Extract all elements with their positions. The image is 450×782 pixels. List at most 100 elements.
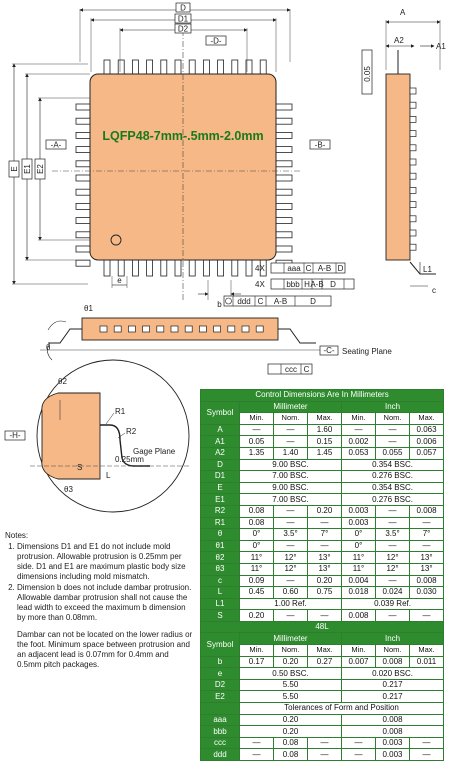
row-value: 0.055 bbox=[375, 446, 410, 460]
row-value: 0.08 bbox=[239, 516, 274, 530]
row-value: 0.063 bbox=[408, 423, 445, 437]
note-extra: Dambar can not be located on the lower r… bbox=[17, 630, 193, 669]
dim-S: S bbox=[77, 463, 82, 472]
row-value: 12° bbox=[375, 562, 410, 576]
fcf2-qty: 4X bbox=[255, 280, 265, 289]
front-pin bbox=[113, 325, 122, 333]
col-sub: Nom. bbox=[375, 644, 410, 657]
col-sub: Max. bbox=[408, 412, 445, 425]
row-value: 3.5° bbox=[273, 528, 308, 541]
row-value: — bbox=[273, 504, 308, 518]
row-value: 5.50 bbox=[239, 690, 342, 704]
row-value: 7.00 BSC. bbox=[239, 493, 342, 506]
row-value: 5.50 bbox=[239, 678, 342, 692]
row-value: 0.008 bbox=[375, 655, 410, 669]
row-symbol: E2 bbox=[200, 690, 240, 704]
row-value: — bbox=[408, 748, 445, 761]
fcf3-tol: ddd bbox=[237, 297, 250, 306]
front-pin bbox=[156, 325, 165, 333]
dim-theta: θ bbox=[46, 343, 51, 352]
row-value: 0° bbox=[239, 528, 274, 541]
row-value: 1.45 bbox=[307, 446, 342, 460]
row-value: 0.08 bbox=[273, 748, 308, 761]
row-value: 0° bbox=[239, 539, 274, 553]
row-value: 0.011 bbox=[408, 655, 445, 669]
front-pin bbox=[99, 325, 108, 333]
pin-left bbox=[75, 146, 91, 154]
pin-right bbox=[275, 103, 293, 111]
row-value: — bbox=[273, 435, 308, 448]
row-value: 0.217 bbox=[340, 678, 445, 692]
row-symbol: θ2 bbox=[200, 551, 240, 564]
fcf3-ref2: A-B bbox=[274, 297, 287, 306]
pin-right bbox=[275, 117, 293, 125]
dim-L1: L1 bbox=[423, 265, 432, 274]
pin-bottom bbox=[160, 259, 168, 277]
row-value: 0.08 bbox=[239, 504, 274, 518]
pin-top bbox=[160, 59, 168, 75]
row-value: — bbox=[375, 435, 410, 448]
pin-right bbox=[275, 188, 293, 196]
row-value: 0.002 bbox=[341, 435, 376, 448]
pin-top bbox=[131, 59, 139, 75]
pin1-marker bbox=[110, 234, 122, 246]
pin-bottom bbox=[245, 259, 253, 277]
row-value: 13° bbox=[408, 551, 445, 564]
col-symbol: Symbol bbox=[200, 400, 240, 425]
row-value: — bbox=[375, 423, 410, 437]
row-value: 0.20 bbox=[273, 655, 308, 669]
row-value: 0.003 bbox=[341, 516, 376, 530]
row-value: 0.20 bbox=[239, 725, 342, 738]
dim-R2: R2 bbox=[126, 427, 137, 436]
row-symbol bbox=[200, 702, 240, 715]
pin-right bbox=[275, 217, 293, 225]
col-millimeter: Millimeter bbox=[239, 400, 342, 414]
row-value: 0.354 BSC. bbox=[340, 481, 445, 495]
row-value: 0.039 Ref. bbox=[340, 597, 445, 611]
row-symbol: L bbox=[200, 586, 240, 599]
row-value: — bbox=[341, 748, 376, 761]
row-value: — bbox=[307, 516, 342, 530]
row-value: 0.003 bbox=[341, 504, 376, 518]
pin-left bbox=[75, 231, 91, 239]
pin-top bbox=[103, 59, 111, 75]
row-value: 0° bbox=[341, 539, 376, 553]
datum-B: -B- bbox=[315, 141, 326, 150]
side-pin bbox=[409, 116, 417, 123]
row-value: — bbox=[273, 423, 308, 437]
row-value: 0° bbox=[341, 528, 376, 541]
row-value: 11° bbox=[341, 562, 376, 576]
fcf4-tol: ccc bbox=[285, 365, 297, 374]
side-pin bbox=[409, 201, 417, 208]
table-title: Control Dimensions Are In Millimeters bbox=[199, 389, 445, 402]
row-symbol: θ3 bbox=[200, 562, 240, 576]
row-value: — bbox=[307, 609, 342, 622]
col-inch: Inch bbox=[340, 632, 445, 646]
col-sub: Min. bbox=[341, 644, 376, 657]
fcf3-ref1: C bbox=[258, 297, 264, 306]
row-value: — bbox=[408, 609, 445, 622]
fcf1-ref3: D bbox=[338, 264, 344, 273]
fcf1-qty: 4X bbox=[255, 264, 265, 273]
fcf2-ref2: A-B bbox=[310, 280, 323, 289]
row-value: 3.5° bbox=[375, 528, 410, 541]
dim-A: A bbox=[400, 8, 406, 17]
row-symbol: A1 bbox=[200, 435, 240, 448]
row-value: — bbox=[273, 516, 308, 530]
seating-plane-label: Seating Plane bbox=[342, 347, 392, 356]
row-value: 0.276 BSC. bbox=[340, 470, 445, 483]
fcf3-frame: ddd C A-B D bbox=[223, 295, 332, 307]
row-symbol: aaa bbox=[200, 713, 240, 727]
col-sub: Min. bbox=[239, 644, 274, 657]
dim-L: L bbox=[106, 471, 111, 480]
fcf1-frame: aaa C A-B D bbox=[270, 262, 346, 274]
row-symbol: A2 bbox=[200, 446, 240, 460]
row-symbol: bbb bbox=[200, 725, 240, 738]
lead-detail: -H- θ2 θ3 R1 R2 Gage Plane 0.25mm S L bbox=[4, 359, 190, 513]
fcf1-tol: aaa bbox=[287, 264, 301, 273]
row-value: 0.053 bbox=[341, 446, 376, 460]
package-title: LQFP48-7mm-.5mm-2.0mm bbox=[102, 129, 263, 143]
fcf2-ref1: H bbox=[304, 280, 310, 289]
